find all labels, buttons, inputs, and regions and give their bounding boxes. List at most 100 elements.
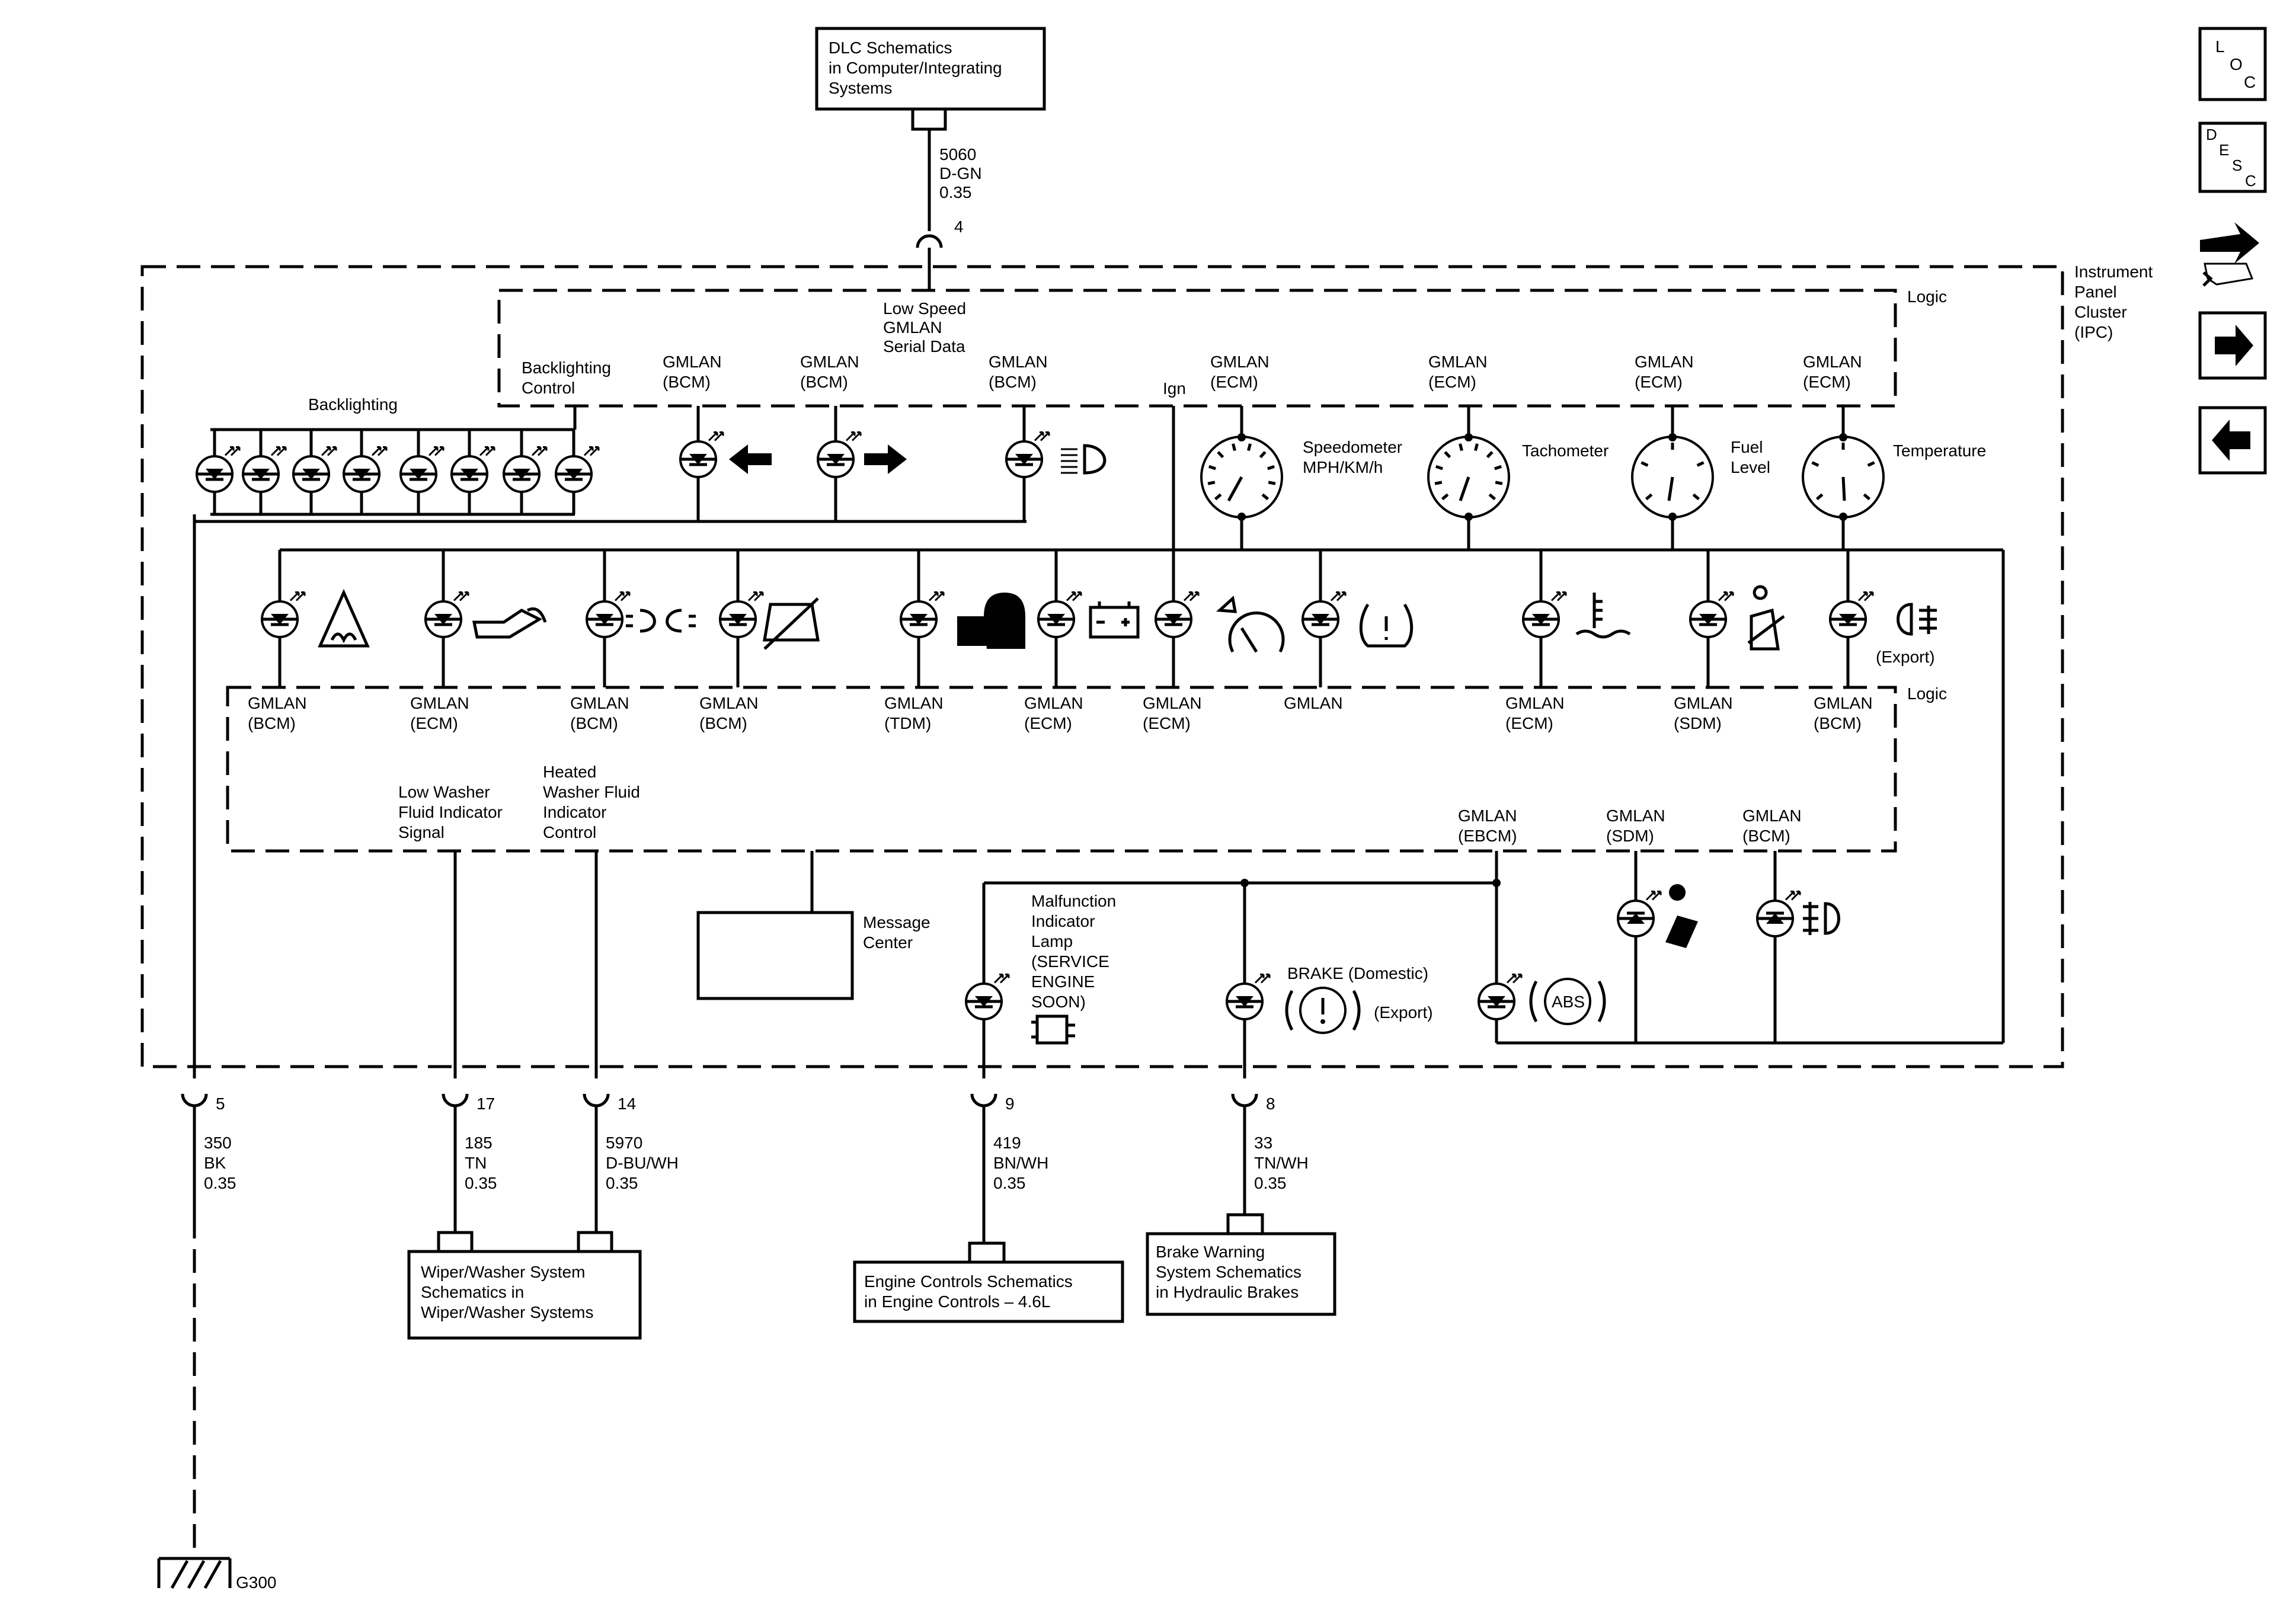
led-icon bbox=[424, 591, 469, 638]
coolant-temp-icon bbox=[1575, 593, 1631, 639]
gmlan-source-label: (TDM) bbox=[884, 714, 931, 732]
brake-line-2: System Schematics bbox=[1156, 1263, 1302, 1281]
led-icon bbox=[1617, 891, 1662, 937]
gauge-group bbox=[1200, 406, 1885, 550]
gmlan-source-label: (EBCM) bbox=[1458, 827, 1517, 845]
previous-arrow-icon[interactable] bbox=[2198, 406, 2267, 475]
circuit-color: D-BU/WH bbox=[606, 1154, 679, 1172]
low-indicators: ABS bbox=[965, 884, 1840, 1045]
tachometer-gauge-icon bbox=[1427, 406, 1510, 550]
mil-label-3: Lamp bbox=[1031, 932, 1073, 950]
gmlan-label: GMLAN bbox=[1143, 694, 1202, 712]
mil-label-2: Indicator bbox=[1031, 912, 1095, 930]
gmlan-label: GMLAN bbox=[800, 353, 859, 371]
mil-label-5: ENGINE bbox=[1031, 972, 1095, 991]
led-icon bbox=[1037, 591, 1082, 638]
junction-dot bbox=[1240, 879, 1249, 887]
heated-washer-2: Washer Fluid bbox=[543, 783, 640, 801]
engine-line-2: in Engine Controls – 4.6L bbox=[864, 1292, 1050, 1311]
gmlan-labels: GMLAN(BCM)GMLAN(BCM)GMLAN(BCM)GMLAN(ECM)… bbox=[248, 353, 1873, 845]
circuit-size: 0.35 bbox=[465, 1174, 497, 1192]
led-icon bbox=[965, 974, 1010, 1020]
connector-pin bbox=[181, 1093, 208, 1108]
gmlan-label: GMLAN bbox=[663, 353, 722, 371]
logic-label-top: Logic bbox=[1907, 287, 1947, 306]
mil-label-1: Malfunction bbox=[1031, 892, 1116, 910]
message-center-label-2: Center bbox=[863, 933, 913, 952]
circuit-number: 33 bbox=[1254, 1134, 1272, 1152]
gmlan-label: GMLAN bbox=[1428, 353, 1488, 371]
led-icon bbox=[1226, 974, 1271, 1020]
pin-number: 5 bbox=[216, 1094, 225, 1113]
backlighting-control-2: Control bbox=[522, 379, 575, 397]
gmlan-source-label: (SDM) bbox=[1674, 714, 1722, 732]
gmlan-label: GMLAN bbox=[1210, 353, 1269, 371]
mil-label-6: SOON) bbox=[1031, 993, 1086, 1011]
fuel-label-1: Fuel bbox=[1731, 438, 1763, 456]
wiper-line-2: Schematics in bbox=[421, 1283, 524, 1301]
circuit-size: 0.35 bbox=[204, 1174, 236, 1192]
engine-controls-reference-box[interactable]: Engine Controls Schematics in Engine Con… bbox=[853, 1260, 1124, 1323]
dlc-reference-box[interactable]: DLC Schematics in Computer/Integrating S… bbox=[815, 27, 1046, 111]
ground-symbol-icon bbox=[157, 1557, 232, 1589]
top-circuit-color: D-GN bbox=[939, 164, 982, 183]
top-circuit-size: 0.35 bbox=[939, 183, 972, 201]
gmlan-source-label: (BCM) bbox=[800, 373, 848, 391]
low-speed-line-1: Low Speed bbox=[883, 299, 966, 318]
led-icon bbox=[555, 446, 600, 493]
gmlan-label: GMLAN bbox=[1458, 806, 1517, 825]
gmlan-label: GMLAN bbox=[1742, 806, 1802, 825]
next-arrow-icon[interactable] bbox=[2198, 311, 2267, 380]
connector-pin-4 bbox=[916, 234, 943, 248]
ipc-label-3: Cluster bbox=[2074, 303, 2127, 321]
led-icon bbox=[719, 591, 764, 638]
engine-line-1: Engine Controls Schematics bbox=[864, 1272, 1073, 1291]
pin-number: 8 bbox=[1266, 1094, 1275, 1113]
ipc-boundary bbox=[140, 265, 2064, 1068]
gmlan-label: GMLAN bbox=[1606, 806, 1665, 825]
gmlan-label: GMLAN bbox=[989, 353, 1048, 371]
backlight-bulb-bank bbox=[196, 430, 600, 514]
wiper-terminal-b bbox=[577, 1231, 613, 1251]
brake-warning-reference-box[interactable]: Brake Warning System Schematics in Hydra… bbox=[1146, 1232, 1336, 1316]
loc-letter-c: C bbox=[2244, 73, 2256, 91]
low-washer-3: Signal bbox=[398, 823, 445, 841]
loc-button[interactable]: L O C bbox=[2198, 27, 2267, 101]
oil-pressure-icon bbox=[472, 607, 547, 639]
ipc-label-1: Instrument bbox=[2074, 263, 2153, 281]
speedometer-gauge-icon bbox=[1200, 406, 1283, 550]
led-icon bbox=[196, 446, 241, 493]
export-label: (Export) bbox=[1876, 648, 1935, 666]
junction-dot bbox=[1492, 879, 1501, 887]
led-icon bbox=[292, 446, 337, 493]
top-indicators bbox=[193, 406, 1107, 521]
top-circuit-pin: 4 bbox=[954, 217, 964, 236]
connector-pin bbox=[583, 1093, 610, 1108]
brake-line-1: Brake Warning bbox=[1156, 1243, 1265, 1261]
gmlan-label: GMLAN bbox=[1024, 694, 1083, 712]
gmlan-label: GMLAN bbox=[1803, 353, 1862, 371]
connector-view-icon[interactable] bbox=[2200, 222, 2259, 287]
ign-label: Ign bbox=[1163, 379, 1186, 398]
dlc-line-1: DLC Schematics bbox=[829, 39, 952, 57]
loc-letter-l: L bbox=[2215, 37, 2225, 56]
desc-button[interactable]: D E S C bbox=[2198, 121, 2267, 193]
top-circuit-number: 5060 bbox=[939, 145, 976, 164]
brake-terminal bbox=[1226, 1213, 1264, 1234]
circuit-number: 350 bbox=[204, 1134, 232, 1152]
tachometer-label: Tachometer bbox=[1522, 441, 1609, 460]
heated-washer-1: Heated bbox=[543, 763, 596, 781]
traction-off-icon bbox=[763, 597, 820, 650]
temperature-gauge-icon bbox=[1802, 406, 1885, 550]
gmlan-source-label: (ECM) bbox=[1428, 373, 1476, 391]
desc-letter-c: C bbox=[2245, 172, 2256, 190]
tire-pressure-icon bbox=[1359, 603, 1414, 648]
front-fog-icon bbox=[1803, 902, 1840, 935]
circuit-number: 185 bbox=[465, 1134, 493, 1152]
gmlan-source-label: (SDM) bbox=[1606, 827, 1654, 845]
left-turn-arrow-icon bbox=[729, 444, 772, 474]
wiper-reference-box[interactable]: Wiper/Washer System Schematics in Wiper/… bbox=[407, 1250, 642, 1340]
brake-line-3: in Hydraulic Brakes bbox=[1156, 1283, 1299, 1301]
